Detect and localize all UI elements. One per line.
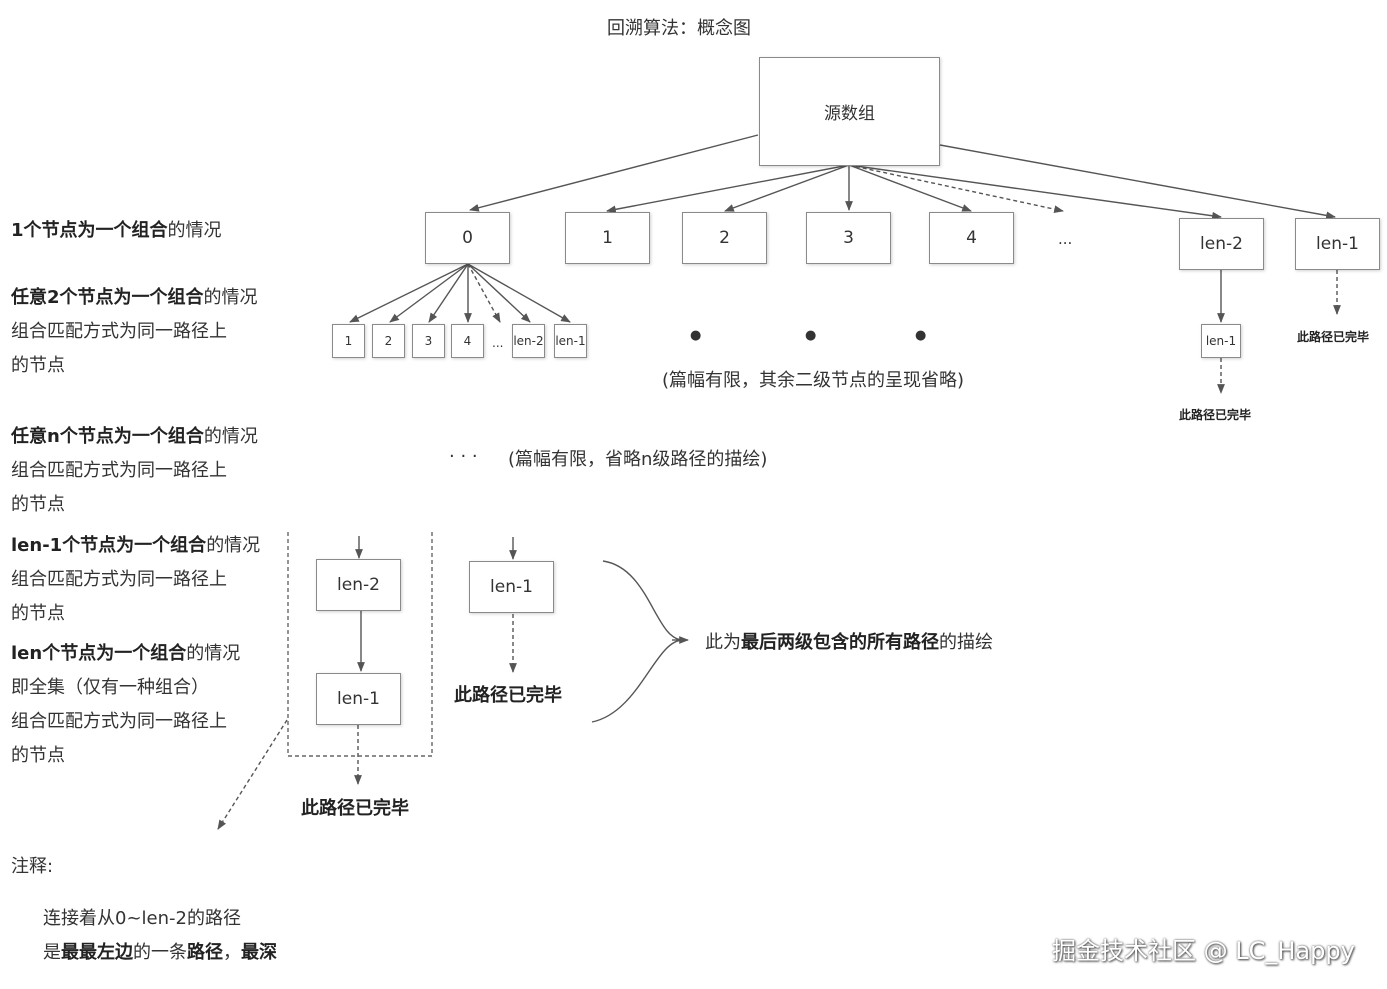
brace-caption: 此为最后两级包含的所有路径的描绘 xyxy=(705,628,993,654)
note-label: 注释: xyxy=(11,856,54,877)
section-3-line-1: 任意n个节点为一个组合的情况 xyxy=(11,420,258,454)
level2-ellipsis: ... xyxy=(492,336,504,350)
level1-node-len-2: len-2 xyxy=(1179,218,1264,270)
last-left-node-len-2: len-2 xyxy=(316,559,401,611)
level1-node-3: 3 xyxy=(806,212,891,264)
section-3-line-2: 组合匹配方式为同一路径上 xyxy=(11,454,227,488)
bullet-2: ● xyxy=(805,328,817,343)
section-2-line-2: 组合匹配方式为同一路径上 xyxy=(11,315,227,349)
diagram-title: 回溯算法：概念图 xyxy=(607,18,751,39)
section-label-normal: 组合匹配方式为同一路径上 xyxy=(11,321,227,342)
section-4-line-2: 组合匹配方式为同一路径上 xyxy=(11,563,227,597)
section-label-normal: 的节点 xyxy=(11,745,65,766)
level2-node-1: 1 xyxy=(332,324,365,358)
bullet-1: ● xyxy=(690,328,702,343)
section-label-normal: 的情况 xyxy=(203,287,258,308)
level1-node-len-1: len-1 xyxy=(1295,218,1380,270)
len2-child-node: len-1 xyxy=(1201,324,1241,358)
level1-node-0: 0 xyxy=(425,212,510,264)
section-label-bold: len个节点为一个组合 xyxy=(11,643,187,664)
section-label-normal: 的节点 xyxy=(11,603,65,624)
level2-node-2: 2 xyxy=(372,324,405,358)
section-label-normal: 组合匹配方式为同一路径上 xyxy=(11,460,227,481)
section-label-normal: 组合匹配方式为同一路径上 xyxy=(11,711,227,732)
last-right-node-len-1: len-1 xyxy=(469,561,554,613)
watermark: 掘金技术社区 @ LC_Happy xyxy=(1052,937,1355,965)
section-label-normal: 的情况 xyxy=(186,643,241,664)
section-label-bold: 任意n个节点为一个组合 xyxy=(11,426,204,447)
brace-caption-pre: 此为 xyxy=(705,632,741,653)
section-4-line-3: 的节点 xyxy=(11,597,65,631)
section-label-normal: 的节点 xyxy=(11,494,65,515)
len2-path-done: 此路径已完毕 xyxy=(1179,408,1252,422)
section-label-normal: 组合匹配方式为同一路径上 xyxy=(11,569,227,590)
section-label-bold: len-1个节点为一个组合 xyxy=(11,535,207,556)
brace-caption-bold: 最后两级包含的所有路径 xyxy=(741,632,939,653)
last-left-node-len-1: len-1 xyxy=(316,673,401,725)
section-5-line-3: 组合匹配方式为同一路径上 xyxy=(11,705,227,739)
bullet-3: ● xyxy=(915,328,927,343)
section-2-line-1: 任意2个节点为一个组合的情况 xyxy=(11,281,258,315)
section-3-line-3: 的节点 xyxy=(11,488,65,522)
level2-omitted-note: (篇幅有限，其余二级节点的呈现省略) xyxy=(662,370,965,391)
left-path-done: 此路径已完毕 xyxy=(301,798,409,819)
section-5-line-4: 的节点 xyxy=(11,739,65,773)
section-label-normal: 即全集（仅有一种组合） xyxy=(11,677,209,698)
level2-node-4: 4 xyxy=(451,324,484,358)
section-5-line-2: 即全集（仅有一种组合） xyxy=(11,671,209,705)
section-4-line-1: len-1个节点为一个组合的情况 xyxy=(11,529,260,563)
note-line-1: 连接着从0~len-2的路径 xyxy=(43,908,241,929)
level1-node-1: 1 xyxy=(565,212,650,264)
note-line-2-segment: 最最左边 xyxy=(61,942,133,963)
section-label-bold: 1个节点为一个组合 xyxy=(11,220,168,241)
n-level-ellipsis: · · · xyxy=(449,446,478,467)
note-line-2-segment: 是 xyxy=(43,942,61,963)
level1-ellipsis: ... xyxy=(1058,230,1073,248)
note-line-2-segment: 路径 xyxy=(187,942,223,963)
right-path-done: 此路径已完毕 xyxy=(454,685,562,706)
level2-node-len-1: len-1 xyxy=(554,324,587,358)
section-label-normal: 的情况 xyxy=(203,426,258,447)
section-label-normal: 的情况 xyxy=(206,535,261,556)
root-node: 源数组 xyxy=(759,57,940,166)
note-line-2-segment: 最深 xyxy=(241,942,277,963)
section-5-line-1: len个节点为一个组合的情况 xyxy=(11,637,240,671)
section-2-line-3: 的节点 xyxy=(11,349,65,383)
level2-node-len-2: len-2 xyxy=(512,324,545,358)
level1-node-2: 2 xyxy=(682,212,767,264)
section-label-bold: 任意2个节点为一个组合 xyxy=(11,287,204,308)
level2-node-3: 3 xyxy=(412,324,445,358)
note-line-2-segment: ， xyxy=(223,942,241,963)
level1-node-4: 4 xyxy=(929,212,1014,264)
section-1-line-1: 1个节点为一个组合的情况 xyxy=(11,214,222,248)
note-line-2-segment: 的一条 xyxy=(133,942,187,963)
brace-caption-post: 的描绘 xyxy=(939,632,993,653)
len1-path-done: 此路径已完毕 xyxy=(1297,330,1370,344)
note-line-2: 是最最左边的一条路径，最深 xyxy=(43,938,277,964)
section-label-normal: 的节点 xyxy=(11,355,65,376)
n-level-omitted-note: (篇幅有限，省略n级路径的描绘) xyxy=(508,449,768,470)
section-label-normal: 的情况 xyxy=(167,220,222,241)
